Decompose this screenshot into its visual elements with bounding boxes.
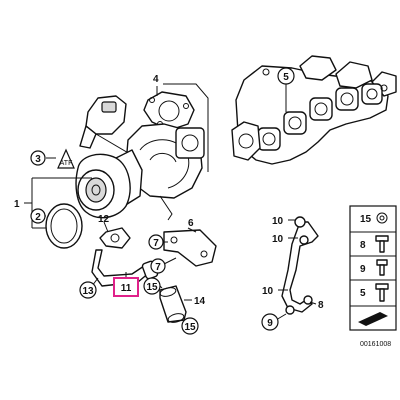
callout-15: 15 [143,277,161,295]
callout-number: 10 [262,286,274,297]
callout-number: 10 [272,234,284,245]
callout-14: 14 [194,296,206,307]
callout-7: 7 [150,258,166,274]
gasket [143,91,195,131]
parts-list-number: 9 [360,264,366,275]
exhaust-manifold [231,55,397,165]
callout-number: 13 [82,286,94,297]
flange-gasket [99,227,131,249]
callout-6: 6 [188,218,194,229]
callout-number: 10 [272,216,284,227]
callout-11-highlighted: 11 [113,277,139,297]
callout-7: 7 [148,234,164,250]
callout-13: 13 [79,281,97,299]
callout-8: 8 [318,300,324,311]
dashed-boundary [163,83,209,172]
parts-list-number: 15 [360,214,372,225]
warning-triangle-icon: ATF [57,148,75,169]
parts-list-panel: 15 8 9 5 [349,205,397,331]
callout-10: 10 [272,216,284,227]
callout-number: 12 [98,214,110,225]
turbocharger [75,95,205,221]
callout-10: 10 [272,234,284,245]
direction-arrow-icon [358,312,388,326]
callout-number: 5 [283,72,289,83]
figure-id: 00161008 [360,341,391,348]
callout-number: 6 [188,218,194,229]
bracket [163,229,217,267]
callout-4: 4 [153,74,159,85]
callout-12: 12 [98,214,110,225]
callout-15: 15 [181,317,199,335]
callout-number: 15 [146,282,158,293]
callout-number: 8 [318,300,324,311]
callout-5: 5 [277,67,295,85]
o-ring [45,203,83,249]
callout-number: 7 [155,262,161,273]
parts-list-number: 8 [360,240,366,251]
callout-2: 2 [30,208,46,224]
callout-number: 3 [35,154,41,165]
callout-number: 9 [267,318,273,329]
warning-label: ATF [60,160,73,167]
callout-3: 3 [30,150,46,166]
callout-number: 14 [194,296,206,307]
callout-1: 1 [14,199,20,210]
callout-number: 4 [153,74,159,85]
callout-number: 1 [14,199,20,210]
callout-9: 9 [261,313,279,331]
parts-list-number: 5 [360,288,366,299]
callout-number: 11 [121,283,132,294]
oil-feed-line [281,216,319,315]
hose [159,285,187,323]
callout-number: 15 [184,322,196,333]
callout-number: 2 [35,212,41,223]
callout-10: 10 [262,286,274,297]
callout-number: 7 [153,238,159,249]
